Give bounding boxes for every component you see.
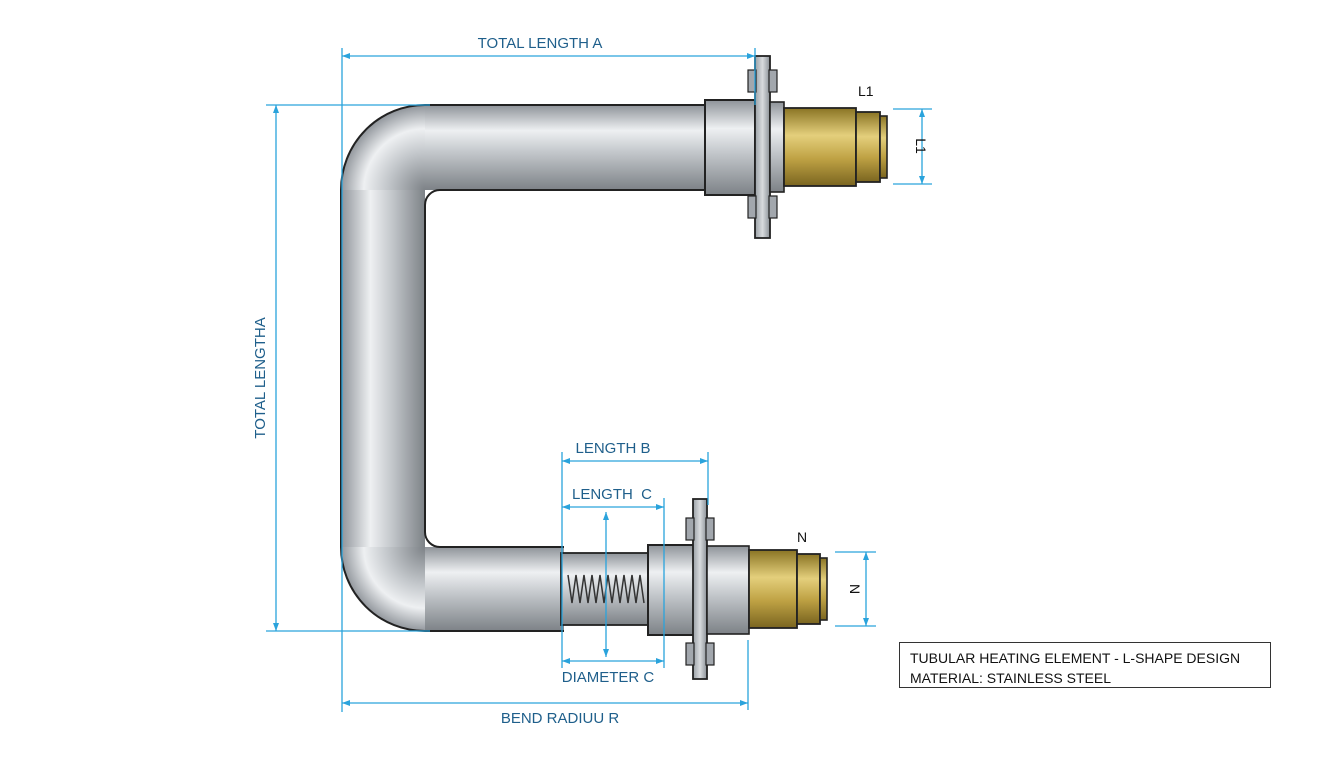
total-length-a-top-label: TOTAL LENGTH A — [478, 35, 603, 52]
bottom-brass-cap — [796, 553, 821, 625]
l1-label: L1 — [858, 83, 874, 99]
length-c-label: LENGTH C — [572, 486, 652, 503]
title-line-2: MATERIAL: STAINLESS STEEL — [910, 670, 1111, 686]
diameter-c-label: DIAMETER C — [562, 669, 655, 686]
tube-vertical-segment — [341, 189, 425, 548]
tube-bottom-segment — [424, 547, 564, 631]
title-line-1: TUBULAR HEATING ELEMENT - L-SHAPE DESIGN — [910, 650, 1241, 666]
top-nut — [769, 101, 785, 193]
bottom-nut — [706, 545, 750, 635]
top-fitting — [704, 55, 888, 239]
top-fitting-sleeve — [704, 99, 756, 196]
l1-dimension-label: L1 — [913, 138, 929, 154]
top-brass-terminal — [783, 107, 857, 187]
tube-bend-bottom — [341, 547, 425, 631]
title-block: TUBULAR HEATING ELEMENT - L-SHAPE DESIGN… — [899, 642, 1271, 688]
bend-radius-label: BEND RADIUU R — [501, 710, 620, 727]
bottom-fitting — [560, 498, 828, 680]
n-dimension-label: N — [847, 584, 863, 594]
bottom-fitting-sleeve — [647, 544, 695, 636]
total-length-a-side-label: TOTAL LENGTHA — [252, 317, 269, 438]
bottom-flange-plate — [692, 498, 708, 680]
length-b-label: LENGTH B — [575, 440, 650, 457]
bottom-brass-terminal — [748, 549, 798, 629]
n-label: N — [797, 529, 807, 545]
tube-bend-top — [341, 105, 425, 190]
dimension-lines — [266, 48, 932, 712]
tube-body — [340, 104, 708, 632]
top-brass-cap — [855, 111, 881, 183]
tube-top-segment — [424, 105, 708, 190]
top-flange-plate — [754, 55, 771, 239]
